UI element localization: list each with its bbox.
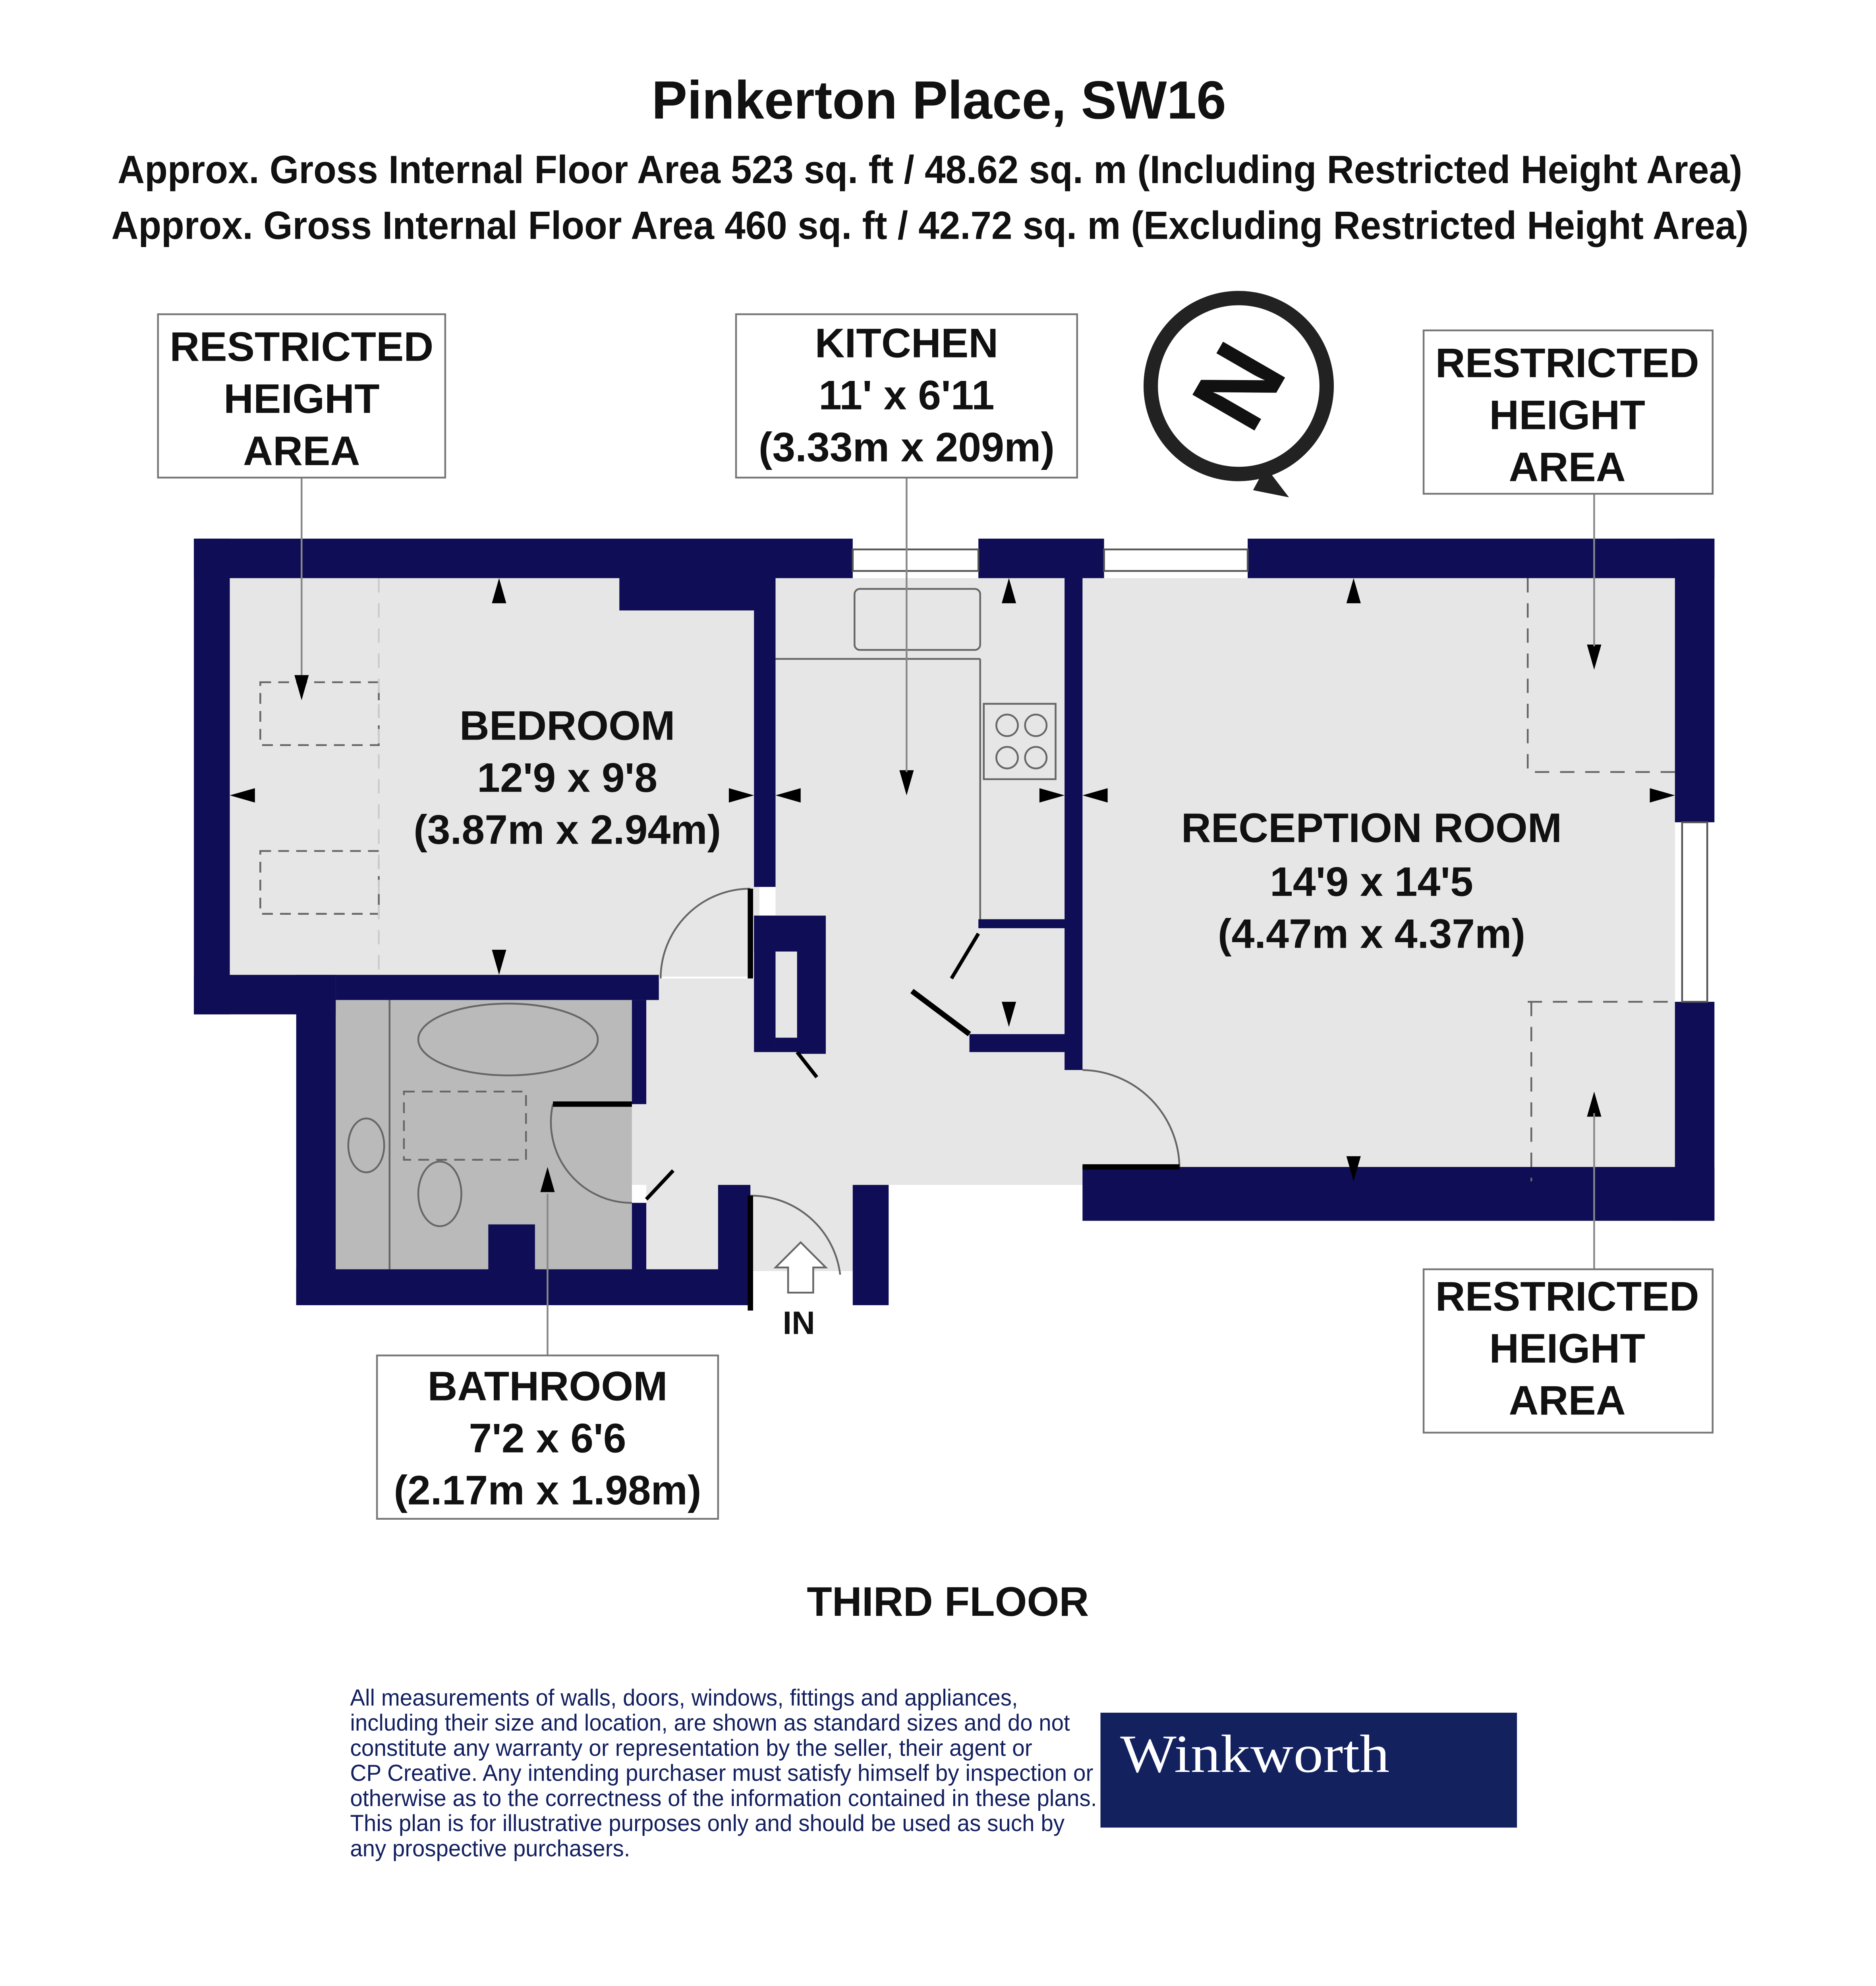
svg-text:RESTRICTED: RESTRICTED [1435,1274,1699,1320]
svg-text:HEIGHT: HEIGHT [224,376,380,422]
svg-text:HEIGHT: HEIGHT [1489,392,1645,438]
svg-text:(3.33m x 209m): (3.33m x 209m) [759,425,1055,471]
footer: All measurements of walls, doors, window… [350,1685,1517,1862]
svg-text:12'9 x 9'8: 12'9 x 9'8 [477,755,657,801]
basin-icon [347,1117,385,1173]
restricted-height-label-top-right: RESTRICTED HEIGHT AREA [1422,329,1714,495]
entrance-label: IN [783,1305,815,1341]
shower-icon [403,1090,527,1161]
bedroom-label: BEDROOM 12'9 x 9'8 (3.87m x 2.94m) [413,703,721,853]
svg-text:BEDROOM: BEDROOM [460,703,675,749]
bathroom-label: BATHROOM 7'2 x 6'6 (2.17m x 1.98m) [376,1354,719,1520]
floor-label: THIRD FLOOR [807,1579,1089,1625]
svg-text:CP Creative. Any intending pur: CP Creative. Any intending purchaser mus… [350,1760,1093,1786]
plan-body: IN BEDROOM 12'9 x 9'8 (3.87m x 2.94m) RE… [157,313,1715,1625]
toilet-icon [417,1161,462,1227]
bathroom-floor [336,1000,632,1269]
svg-text:7'2 x 6'6: 7'2 x 6'6 [469,1416,626,1462]
svg-text:14'9 x 14'5: 14'9 x 14'5 [1270,859,1473,905]
fixtures [259,578,1675,1311]
svg-text:This plan is for illustrative: This plan is for illustrative purposes o… [350,1810,1065,1836]
svg-text:RECEPTION ROOM: RECEPTION ROOM [1181,805,1562,851]
svg-text:N: N [1169,325,1308,448]
svg-text:otherwise as to the correctnes: otherwise as to the correctness of the i… [350,1785,1097,1811]
hob-icon [983,703,1057,780]
svg-text:RESTRICTED: RESTRICTED [1435,340,1699,386]
svg-text:KITCHEN: KITCHEN [815,321,998,367]
kitchen-label: KITCHEN 11' x 6'11 (3.33m x 209m) [735,313,1078,479]
disclaimer: All measurements of walls, doors, window… [350,1685,1097,1862]
svg-text:RESTRICTED: RESTRICTED [170,324,433,370]
north-compass-icon: N [1143,291,1334,498]
entrance-arrow-icon [773,1241,828,1294]
winkworth-logo: Winkworth [1100,1712,1517,1828]
area-excluding: Approx. Gross Internal Floor Area 460 sq… [111,203,1748,247]
floor-plan: Pinkerton Place, SW16 Approx. Gross Inte… [111,70,1748,1862]
bath-icon [417,1003,599,1076]
svg-text:(2.17m x 1.98m): (2.17m x 1.98m) [394,1468,701,1514]
svg-text:HEIGHT: HEIGHT [1489,1326,1645,1372]
restricted-height-label-bottom-right: RESTRICTED HEIGHT AREA [1422,1268,1714,1434]
svg-text:AREA: AREA [243,428,360,474]
svg-text:including their size and locat: including their size and location, are s… [350,1710,1070,1736]
walls [194,539,1715,1305]
svg-text:Winkworth: Winkworth [1120,1724,1389,1784]
reception-label: RECEPTION ROOM 14'9 x 14'5 (4.47m x 4.37… [1181,805,1562,957]
windows [852,548,1708,1003]
sink-icon [854,588,981,651]
page-title: Pinkerton Place, SW16 [652,70,1226,130]
svg-text:(3.87m x 2.94m): (3.87m x 2.94m) [413,807,721,853]
svg-text:any prospective purchasers.: any prospective purchasers. [350,1835,630,1861]
restricted-height-label-left: RESTRICTED HEIGHT AREA [157,313,446,479]
svg-text:(4.47m x 4.37m): (4.47m x 4.37m) [1218,911,1525,957]
svg-text:AREA: AREA [1509,444,1626,490]
leader-lines [301,477,1595,1356]
area-including: Approx. Gross Internal Floor Area 523 sq… [118,148,1742,192]
svg-text:constitute any warranty or rep: constitute any warranty or representatio… [350,1735,1032,1761]
svg-text:BATHROOM: BATHROOM [427,1364,667,1410]
svg-text:All measurements of walls, doo: All measurements of walls, doors, window… [350,1685,1018,1711]
svg-text:AREA: AREA [1509,1378,1626,1424]
svg-text:11' x 6'11: 11' x 6'11 [819,373,995,419]
